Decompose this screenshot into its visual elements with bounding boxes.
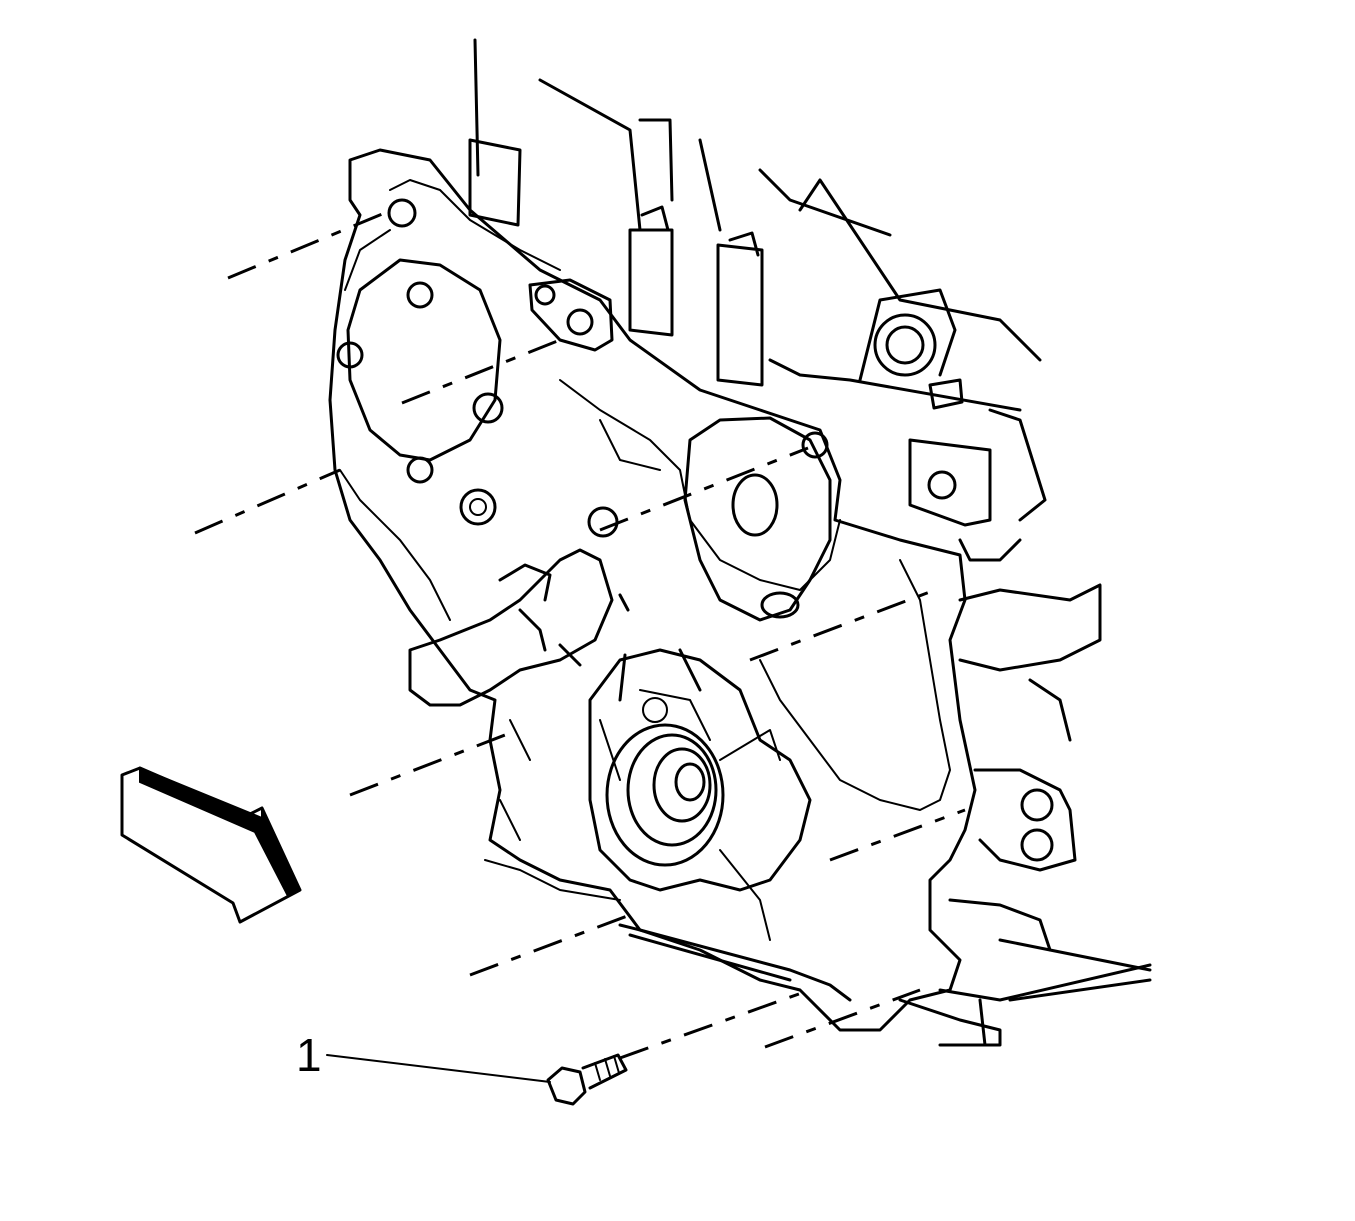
bolt-centerlines [194,208,966,1060]
front-cover [328,148,977,1032]
crankshaft-seal [588,648,812,941]
lower-cover-edge [618,923,852,1002]
upper-left-housing [336,198,619,538]
engine-block [468,38,1047,527]
direction-arrow-icon [120,766,302,924]
right-side-components [898,538,1152,1047]
bolt-icon [546,1053,628,1106]
callout-leader-line [326,1054,551,1083]
callout-label-1: 1 [296,1029,322,1081]
water-pump-boss [683,416,832,622]
sensor-connector [408,548,630,707]
